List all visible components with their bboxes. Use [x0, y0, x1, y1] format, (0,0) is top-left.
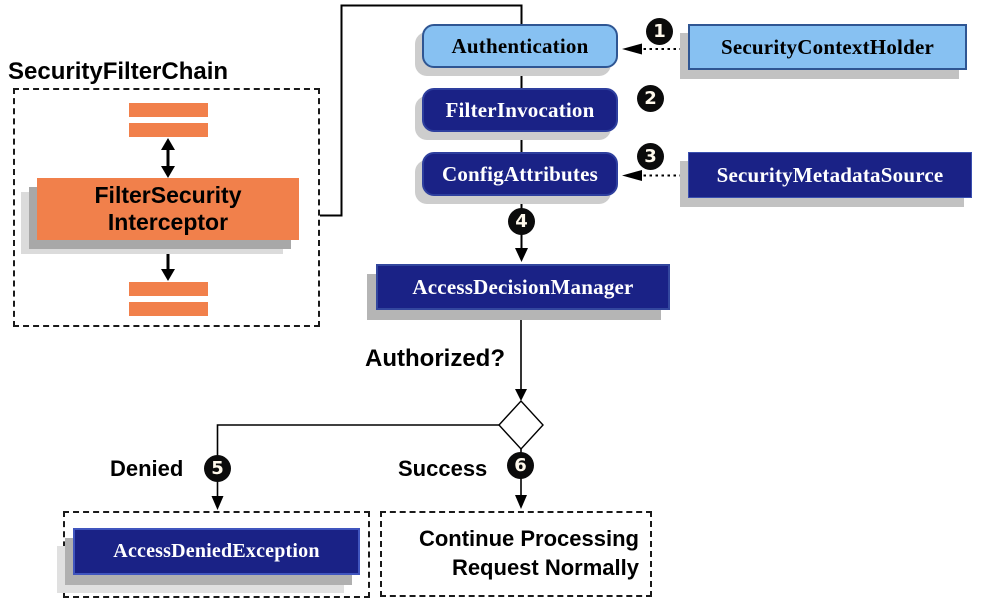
- authentication-box: Authentication: [422, 24, 618, 68]
- filter-invocation-box: FilterInvocation: [422, 88, 618, 132]
- filter-bar: [129, 123, 208, 137]
- step-badge-6: 6: [507, 452, 534, 479]
- security-context-holder-box: SecurityContextHolder: [688, 24, 967, 70]
- continue-processing-label: Continue Processing Request Normally: [380, 524, 639, 582]
- security-filter-chain-title: SecurityFilterChain: [8, 58, 229, 85]
- arrowhead-into-diamond: [515, 389, 527, 401]
- filter-bar: [129, 282, 208, 296]
- config-attributes-box: ConfigAttributes: [422, 152, 618, 196]
- access-decision-manager-box: AccessDecisionManager: [376, 264, 670, 310]
- filter-bar: [129, 103, 208, 117]
- decision-diamond: [498, 399, 544, 451]
- arrowhead-denied: [211, 496, 224, 510]
- security-filter-chain-container: [13, 88, 320, 327]
- arrowhead-upper-down: [161, 166, 175, 178]
- filter-security-interceptor-label-line1: FilterSecurity: [94, 182, 242, 208]
- arrowhead-lower-up: [161, 241, 175, 253]
- arrowhead-sch: [622, 43, 642, 55]
- chain-connector-line: [320, 4, 523, 250]
- filter-bar: [129, 302, 208, 316]
- step-badge-2: 2: [637, 85, 664, 112]
- arrowhead-upper-up: [161, 138, 175, 150]
- denied-result-container: [63, 511, 370, 598]
- filter-security-interceptor-label-line2: Interceptor: [107, 209, 229, 235]
- filter-security-interceptor-box: FilterSecurity Interceptor: [37, 178, 299, 240]
- denied-label: Denied: [110, 456, 184, 481]
- access-denied-exception-box: AccessDeniedException: [73, 528, 360, 575]
- continue-result-container: [380, 511, 652, 597]
- arrowhead-sms: [622, 170, 642, 181]
- step-badge-4: 4: [508, 208, 535, 235]
- continue-processing-line1: Continue Processing: [418, 526, 639, 551]
- step-badge-1: 1: [646, 18, 673, 45]
- arrowhead-into-adm: [515, 248, 528, 262]
- success-label: Success: [398, 456, 488, 481]
- step-badge-5: 5: [204, 455, 231, 482]
- arrowhead-lower-down: [161, 269, 175, 281]
- authorized-label: Authorized?: [365, 345, 505, 372]
- security-metadata-source-box: SecurityMetadataSource: [688, 152, 972, 198]
- arrowhead-success: [515, 495, 527, 509]
- step-badge-3: 3: [637, 143, 664, 170]
- continue-processing-line2: Request Normally: [451, 555, 639, 580]
